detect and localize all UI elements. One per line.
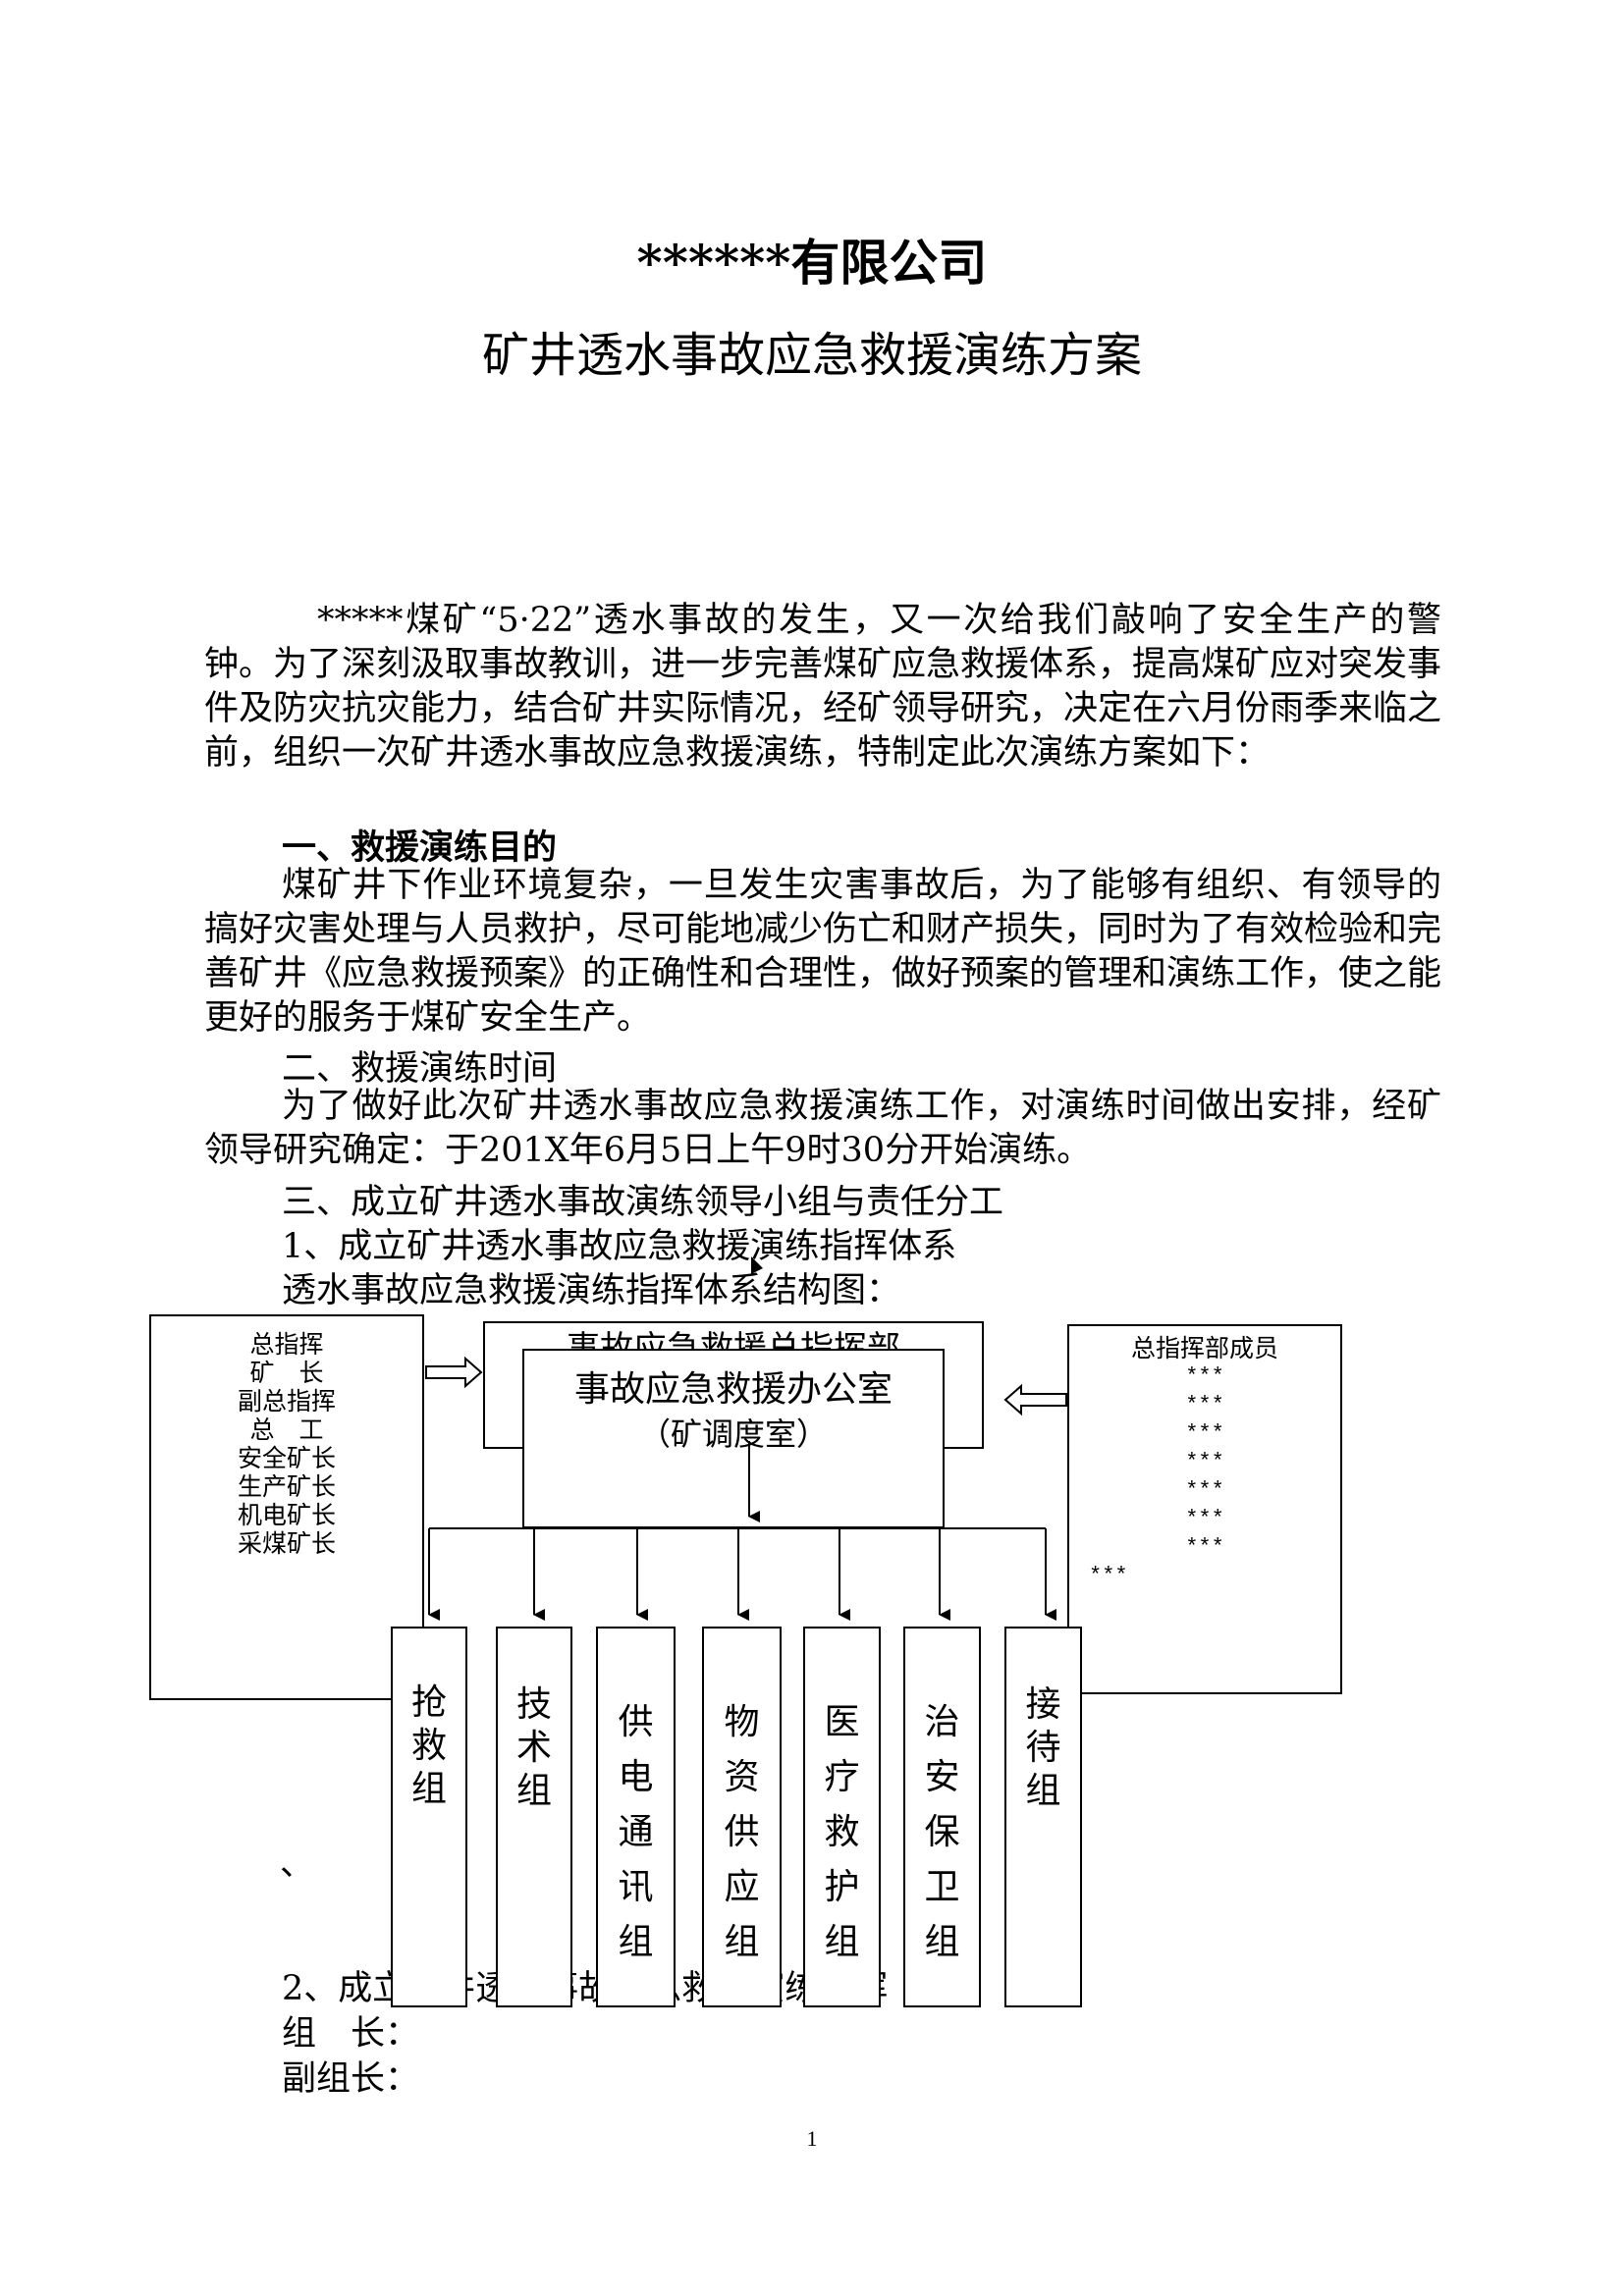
section3-sub2: 2、成立矿井透水事故应急救援演练指挥 xyxy=(282,1969,889,2008)
chart-caption: 透水事故应急救援演练指挥体系结构图： xyxy=(282,1271,901,1310)
group-label-reception: 接待组 xyxy=(1025,1684,1061,1811)
group-box-supplies: 物资供应组 xyxy=(702,1627,782,2007)
page-number: 1 xyxy=(806,2126,818,2151)
group-label-power-comm: 供电通讯组 xyxy=(618,1702,654,1962)
commander-box: 总指挥 矿 长 副总指挥 总 工 安全矿长 生产矿长 机电矿长 采煤矿长 xyxy=(149,1314,424,1700)
commander-role-1: 总指挥 xyxy=(249,1330,324,1359)
commander-role-7: 机电矿长 xyxy=(237,1501,336,1529)
group-box-security: 治安保卫组 xyxy=(903,1627,981,2007)
office-subtitle: （矿调度室） xyxy=(638,1415,828,1453)
section3-heading: 三、成立矿井透水事故演练领导小组与责任分工 xyxy=(282,1183,1004,1222)
commander-role-5: 安全矿长 xyxy=(237,1444,336,1472)
group-label-supplies: 物资供应组 xyxy=(724,1702,760,1962)
hq-member-8: *** xyxy=(1089,1564,1128,1588)
hq-member-7: *** xyxy=(1185,1535,1224,1560)
hq-member-4: *** xyxy=(1185,1450,1224,1474)
group-label-medical: 医疗救护组 xyxy=(824,1702,860,1962)
commander-role-8: 采煤矿长 xyxy=(237,1529,336,1558)
section2-paragraph: 为了做好此次矿井透水事故应急救援演练工作，对演练时间做出安排，经矿领导研究确定：… xyxy=(204,1087,1441,1170)
section3-sub1: 1、成立矿井透水事故应急救援演练指挥体系 xyxy=(282,1227,957,1266)
block-arrow-right xyxy=(425,1356,483,1389)
company-name: ******有限公司 xyxy=(636,234,988,292)
document-title: 矿井透水事故应急救援演练方案 xyxy=(481,328,1142,383)
group-box-power-comm: 供电通讯组 xyxy=(596,1627,676,2007)
group-label-technical: 技术组 xyxy=(516,1684,553,1811)
hq-members-box: 总指挥部成员 *** *** *** *** *** *** *** *** xyxy=(1067,1324,1342,1694)
hq-member-2: *** xyxy=(1185,1393,1224,1417)
intro-paragraph: *****煤矿“5·22”透水事故的发生，又一次给我们敲响了安全生产的警钟。为了… xyxy=(204,601,1442,773)
hq-member-1: *** xyxy=(1185,1364,1224,1389)
cursor-mark xyxy=(751,1256,763,1274)
group-box-medical: 医疗救护组 xyxy=(803,1627,881,2007)
deputy-label: 副组长： xyxy=(282,2059,420,2099)
block-arrow-left xyxy=(1003,1383,1067,1416)
leader-label: 组 长： xyxy=(282,2014,420,2054)
commander-role-4: 总 工 xyxy=(249,1415,324,1444)
hq-member-3: *** xyxy=(1185,1421,1224,1446)
commander-role-6: 生产矿长 xyxy=(237,1472,336,1501)
commander-role-2: 矿 长 xyxy=(249,1359,324,1387)
hq-member-5: *** xyxy=(1185,1478,1224,1503)
hq-member-6: *** xyxy=(1185,1507,1224,1531)
office-title: 事故应急救援办公室 xyxy=(573,1369,893,1410)
stray-mark: 、 xyxy=(280,1844,315,1884)
section1-paragraph: 煤矿井下作业环境复杂，一旦发生灾害事故后，为了能够有组织、有领导的搞好灾害处理与… xyxy=(204,866,1442,1038)
group-box-rescue: 抢救组 xyxy=(391,1627,467,2007)
commander-role-3: 副总指挥 xyxy=(237,1387,336,1415)
group-box-technical: 技术组 xyxy=(496,1627,572,2007)
group-label-rescue: 抢救组 xyxy=(411,1682,448,1809)
section2-heading: 二、救援演练时间 xyxy=(282,1049,558,1089)
hq-members-title: 总指挥部成员 xyxy=(1130,1334,1278,1362)
group-label-security: 治安保卫组 xyxy=(924,1702,960,1962)
group-box-reception: 接待组 xyxy=(1004,1627,1082,2007)
section1-heading: 一、救援演练目的 xyxy=(282,828,558,868)
